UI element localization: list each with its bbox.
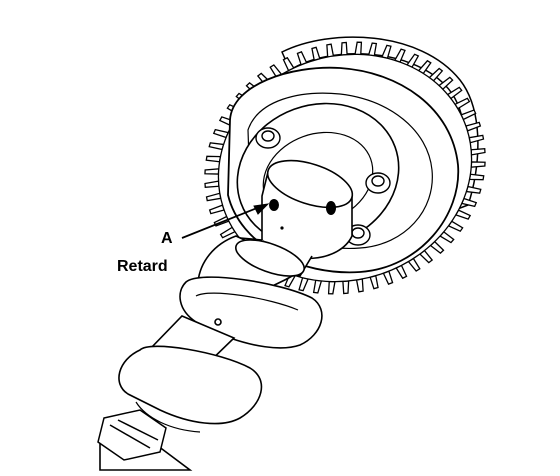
gear-tooth xyxy=(465,185,482,194)
gear-tooth xyxy=(208,204,225,215)
gear-tooth xyxy=(204,180,220,189)
gear-tooth xyxy=(369,274,379,290)
timing-holes xyxy=(269,199,336,230)
gear-tooth xyxy=(468,173,485,181)
gear-tooth xyxy=(208,142,225,151)
callout-text-label: Retard xyxy=(117,258,168,275)
gear-tooth xyxy=(470,161,486,168)
gear-tooth xyxy=(298,276,309,292)
hex-end xyxy=(97,409,167,461)
gear-tooth xyxy=(205,192,222,202)
hub-bolts xyxy=(255,127,391,246)
gear-tooth xyxy=(340,41,348,56)
gear-tooth xyxy=(355,278,364,293)
gear-tooth xyxy=(327,280,336,295)
gear-tooth xyxy=(470,147,486,156)
gear-tooth xyxy=(312,279,323,294)
callout-letter-label: A xyxy=(161,230,173,247)
bolt-top xyxy=(255,127,281,149)
gear-tooth xyxy=(205,155,222,163)
advance-hole xyxy=(326,201,336,215)
callout-arrow xyxy=(181,203,270,239)
bolt-right xyxy=(365,172,391,194)
retard-hole xyxy=(269,199,279,211)
gear-tooth xyxy=(342,280,350,295)
gear-tooth xyxy=(204,168,220,175)
